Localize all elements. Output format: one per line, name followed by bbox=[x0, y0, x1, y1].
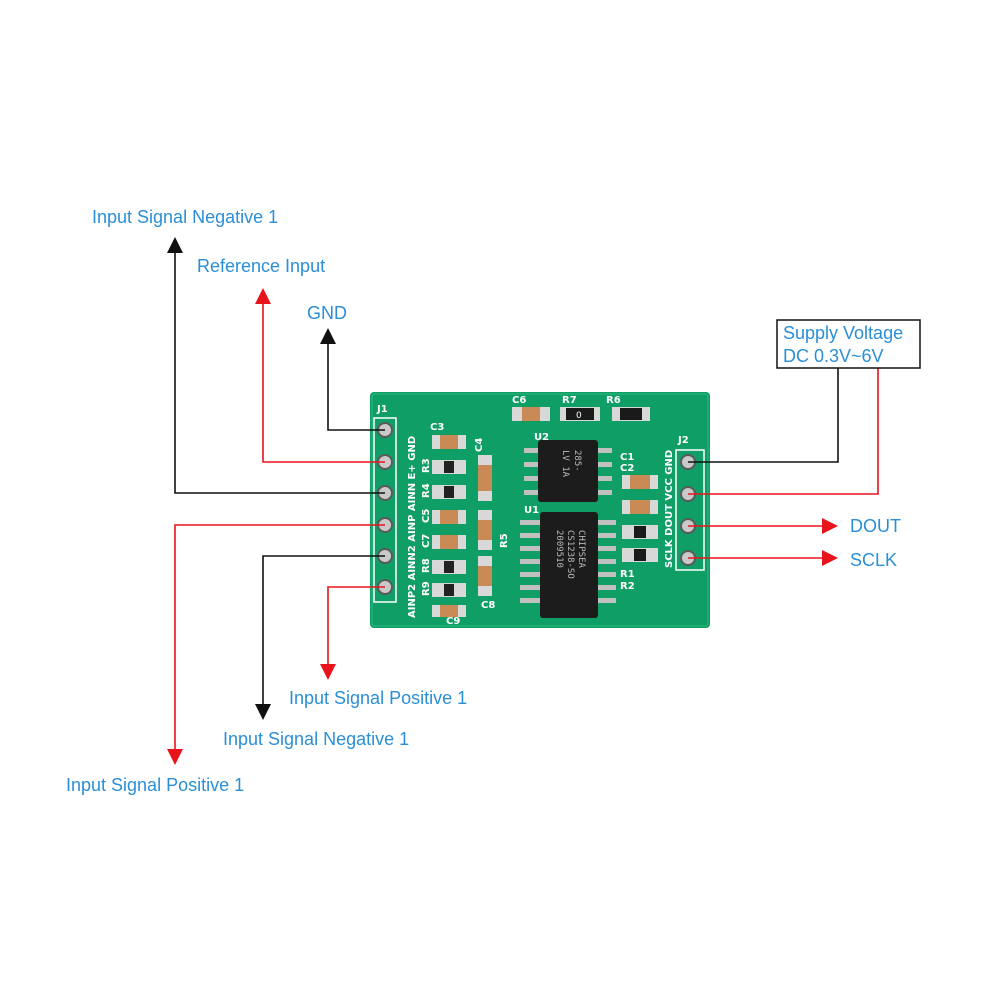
passive-column-right bbox=[622, 475, 658, 562]
passive-row-top bbox=[512, 407, 650, 421]
c9-silk: C9 bbox=[446, 616, 460, 627]
label-input-positive-mid: Input Signal Positive 1 bbox=[289, 688, 467, 708]
j1-silk: J1 bbox=[376, 404, 388, 415]
u1-silk: U1 bbox=[524, 505, 539, 516]
r9-silk: R9 bbox=[421, 581, 432, 596]
r6-silk: R6 bbox=[606, 395, 621, 406]
c8-silk: C8 bbox=[481, 600, 495, 611]
wire-supply-vcc bbox=[688, 368, 879, 495]
u2-text-2: LV 1A bbox=[560, 450, 570, 478]
c6-silk: C6 bbox=[512, 395, 526, 406]
u2-silk: U2 bbox=[534, 432, 549, 443]
u1-text-3: 2009510 bbox=[554, 530, 564, 568]
wire-neg1-top bbox=[167, 237, 385, 494]
label-gnd: GND bbox=[307, 303, 347, 323]
r3-silk: R3 bbox=[421, 458, 432, 473]
c4-silk: C4 bbox=[474, 438, 485, 452]
wire-pos1-bottom bbox=[167, 524, 385, 765]
wire-reference bbox=[255, 288, 385, 463]
j2-pin-silk: SCLK DOUT VCC GND bbox=[664, 450, 675, 568]
r7-mark: 0 bbox=[576, 411, 582, 421]
u1-chip: CHIPSEA CS1238-SO 2009510 bbox=[520, 512, 616, 618]
label-sclk: SCLK bbox=[850, 550, 897, 570]
label-supply-range: DC 0.3V~6V bbox=[783, 346, 884, 366]
u2-chip: 285- LV 1A bbox=[524, 440, 612, 502]
r1-silk: R1 bbox=[620, 569, 635, 580]
label-dout: DOUT bbox=[850, 516, 901, 536]
u1-text-2: CS1238-SO bbox=[565, 530, 575, 579]
r2-silk: R2 bbox=[620, 581, 635, 592]
r7-silk: R7 bbox=[562, 395, 577, 406]
supply-box bbox=[776, 319, 921, 369]
c3-silk: C3 bbox=[430, 422, 444, 433]
label-input-negative-bottom: Input Signal Negative 1 bbox=[223, 729, 409, 749]
wires bbox=[167, 237, 879, 765]
pcb-board: J1 AINP2 AINN2 AINP AINN E+ GND C3 C4 R3… bbox=[370, 392, 710, 628]
c5-silk: C5 bbox=[421, 509, 432, 523]
wire-neg1-bottom bbox=[255, 555, 385, 720]
c7-silk: C7 bbox=[421, 534, 432, 548]
r4-silk: R4 bbox=[421, 483, 432, 498]
r5-silk: R5 bbox=[499, 533, 510, 548]
c2-silk: C2 bbox=[620, 463, 634, 474]
label-input-negative-top: Input Signal Negative 1 bbox=[92, 207, 278, 227]
r8-silk: R8 bbox=[421, 558, 432, 573]
u2-text-1: 285- bbox=[572, 450, 582, 472]
passive-column-left bbox=[432, 435, 492, 617]
label-supply-voltage: Supply Voltage bbox=[783, 323, 903, 343]
j2-silk: J2 bbox=[677, 435, 689, 446]
wire-gnd bbox=[320, 328, 385, 431]
c1-silk: C1 bbox=[620, 452, 634, 463]
u1-text-1: CHIPSEA bbox=[576, 530, 586, 569]
label-input-positive-bottom: Input Signal Positive 1 bbox=[66, 775, 244, 795]
label-reference-input: Reference Input bbox=[197, 256, 325, 276]
j1-pin-silk: AINP2 AINN2 AINP AINN E+ GND bbox=[407, 436, 418, 618]
wire-pos1-mid bbox=[320, 586, 385, 680]
wire-supply-gnd bbox=[688, 368, 839, 463]
j2-header bbox=[675, 449, 705, 571]
